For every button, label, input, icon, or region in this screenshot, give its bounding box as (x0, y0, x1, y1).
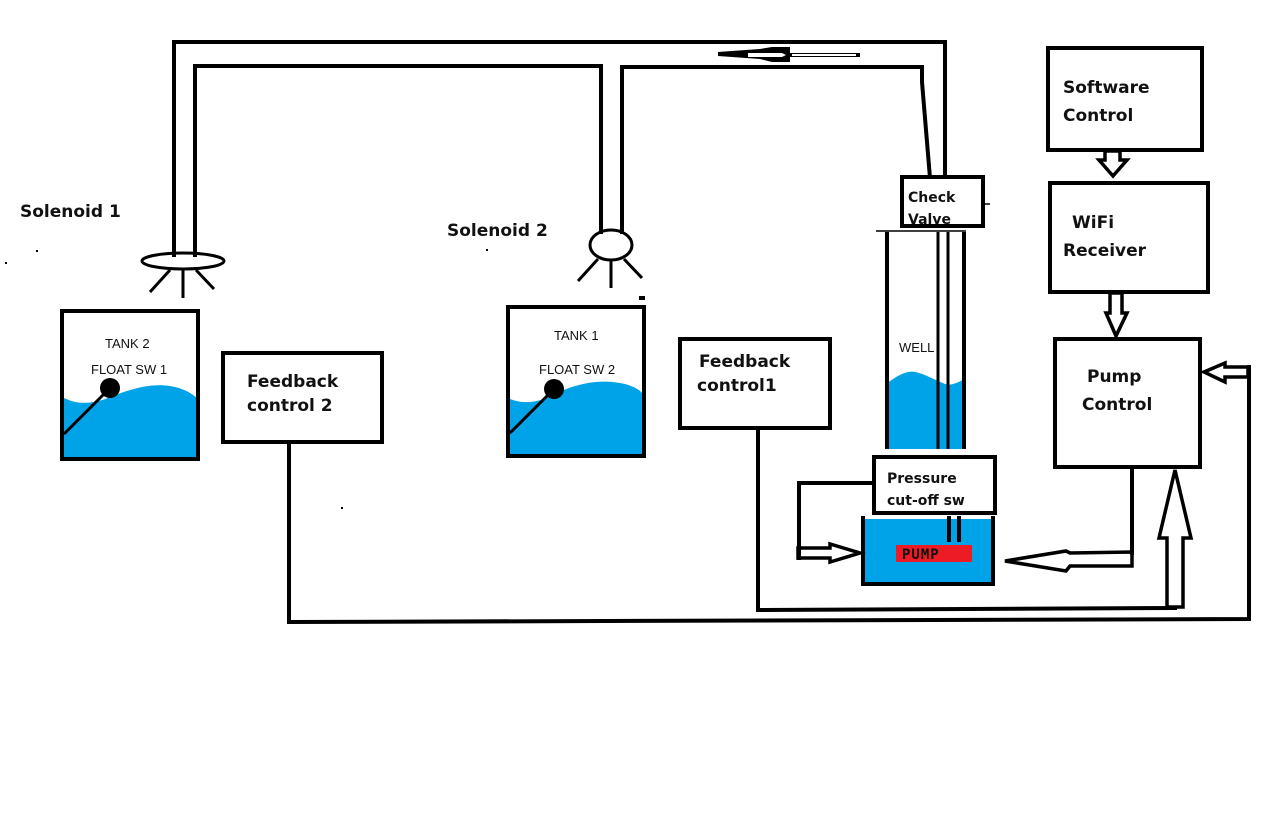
pump[interactable]: PUMP (861, 516, 995, 586)
pipe-inner-line-left (193, 64, 603, 257)
arrow-right-icon (796, 541, 867, 565)
tank-1-label: TANK 1 (554, 328, 599, 343)
check-valve[interactable]: Check Valve (900, 175, 990, 228)
pressure-switch-line1: Pressure (887, 471, 957, 487)
feedback-control-1-line1: Feedback (699, 352, 791, 372)
check-valve-line1: Check (908, 190, 956, 206)
solenoid-2-label: Solenoid 2 (447, 221, 548, 241)
arrow-down-icon (1095, 149, 1131, 179)
pump-control-line2: Control (1082, 395, 1152, 415)
pump-control[interactable]: Pump Control (1053, 337, 1202, 469)
feedback-control-1-line2: control1 (697, 376, 777, 396)
float-switch-1-icon (62, 378, 120, 436)
arrow-down-icon (1103, 291, 1130, 341)
software-control-line1: Software (1063, 78, 1150, 98)
well-water (887, 371, 963, 449)
float-switch-2-label: FLOAT SW 2 (539, 362, 615, 377)
pipe-inner-line-right (620, 65, 933, 234)
well[interactable]: WELL (876, 230, 966, 449)
float-switch-2-icon (508, 379, 564, 435)
pressure-switch-line2: cut-off sw (887, 493, 965, 509)
arrow-left-icon (1199, 360, 1250, 385)
pump-control-line1: Pump (1087, 367, 1141, 387)
solenoid-1-label: Solenoid 1 (20, 202, 121, 222)
arrow-up-icon (1156, 469, 1194, 609)
tank-2[interactable]: TANK 2 FLOAT SW 1 (60, 309, 200, 461)
software-control[interactable]: Software Control (1046, 46, 1204, 152)
software-control-line2: Control (1063, 106, 1133, 126)
solenoid-1[interactable]: Solenoid 1 (20, 202, 226, 298)
tank-1[interactable]: TANK 1 FLOAT SW 2 (506, 305, 646, 458)
tank-2-label: TANK 2 (105, 336, 150, 351)
well-label: WELL (899, 340, 934, 355)
wifi-receiver-line1: WiFi (1072, 213, 1114, 233)
arrow-left-icon (1004, 549, 1134, 573)
feedback-control-2[interactable]: Feedback control 2 (221, 351, 384, 444)
tank-2-water (64, 385, 197, 457)
signal-wires (287, 365, 1251, 625)
pump-label-bg (896, 545, 972, 562)
wifi-receiver[interactable]: WiFi Receiver (1048, 181, 1210, 294)
solenoid-2[interactable]: Solenoid 2 (447, 221, 645, 300)
feedback-control-2-line1: Feedback (247, 372, 339, 392)
flow-arrow-icon (718, 47, 860, 62)
wifi-receiver-line2: Receiver (1063, 241, 1147, 261)
check-valve-line2: Valve (908, 212, 951, 228)
pipe-outer-line (172, 40, 947, 257)
float-switch-1-label: FLOAT SW 1 (91, 362, 167, 377)
pump-label: PUMP (902, 547, 940, 563)
feedback-control-1[interactable]: Feedback control1 (678, 337, 832, 430)
feedback-control-2-line2: control 2 (247, 396, 333, 416)
sprinkler-icon (140, 251, 226, 298)
pipe-network (172, 40, 947, 257)
sprinkler-icon (576, 228, 644, 288)
pressure-cutoff-switch[interactable]: Pressure cut-off sw (872, 455, 997, 515)
